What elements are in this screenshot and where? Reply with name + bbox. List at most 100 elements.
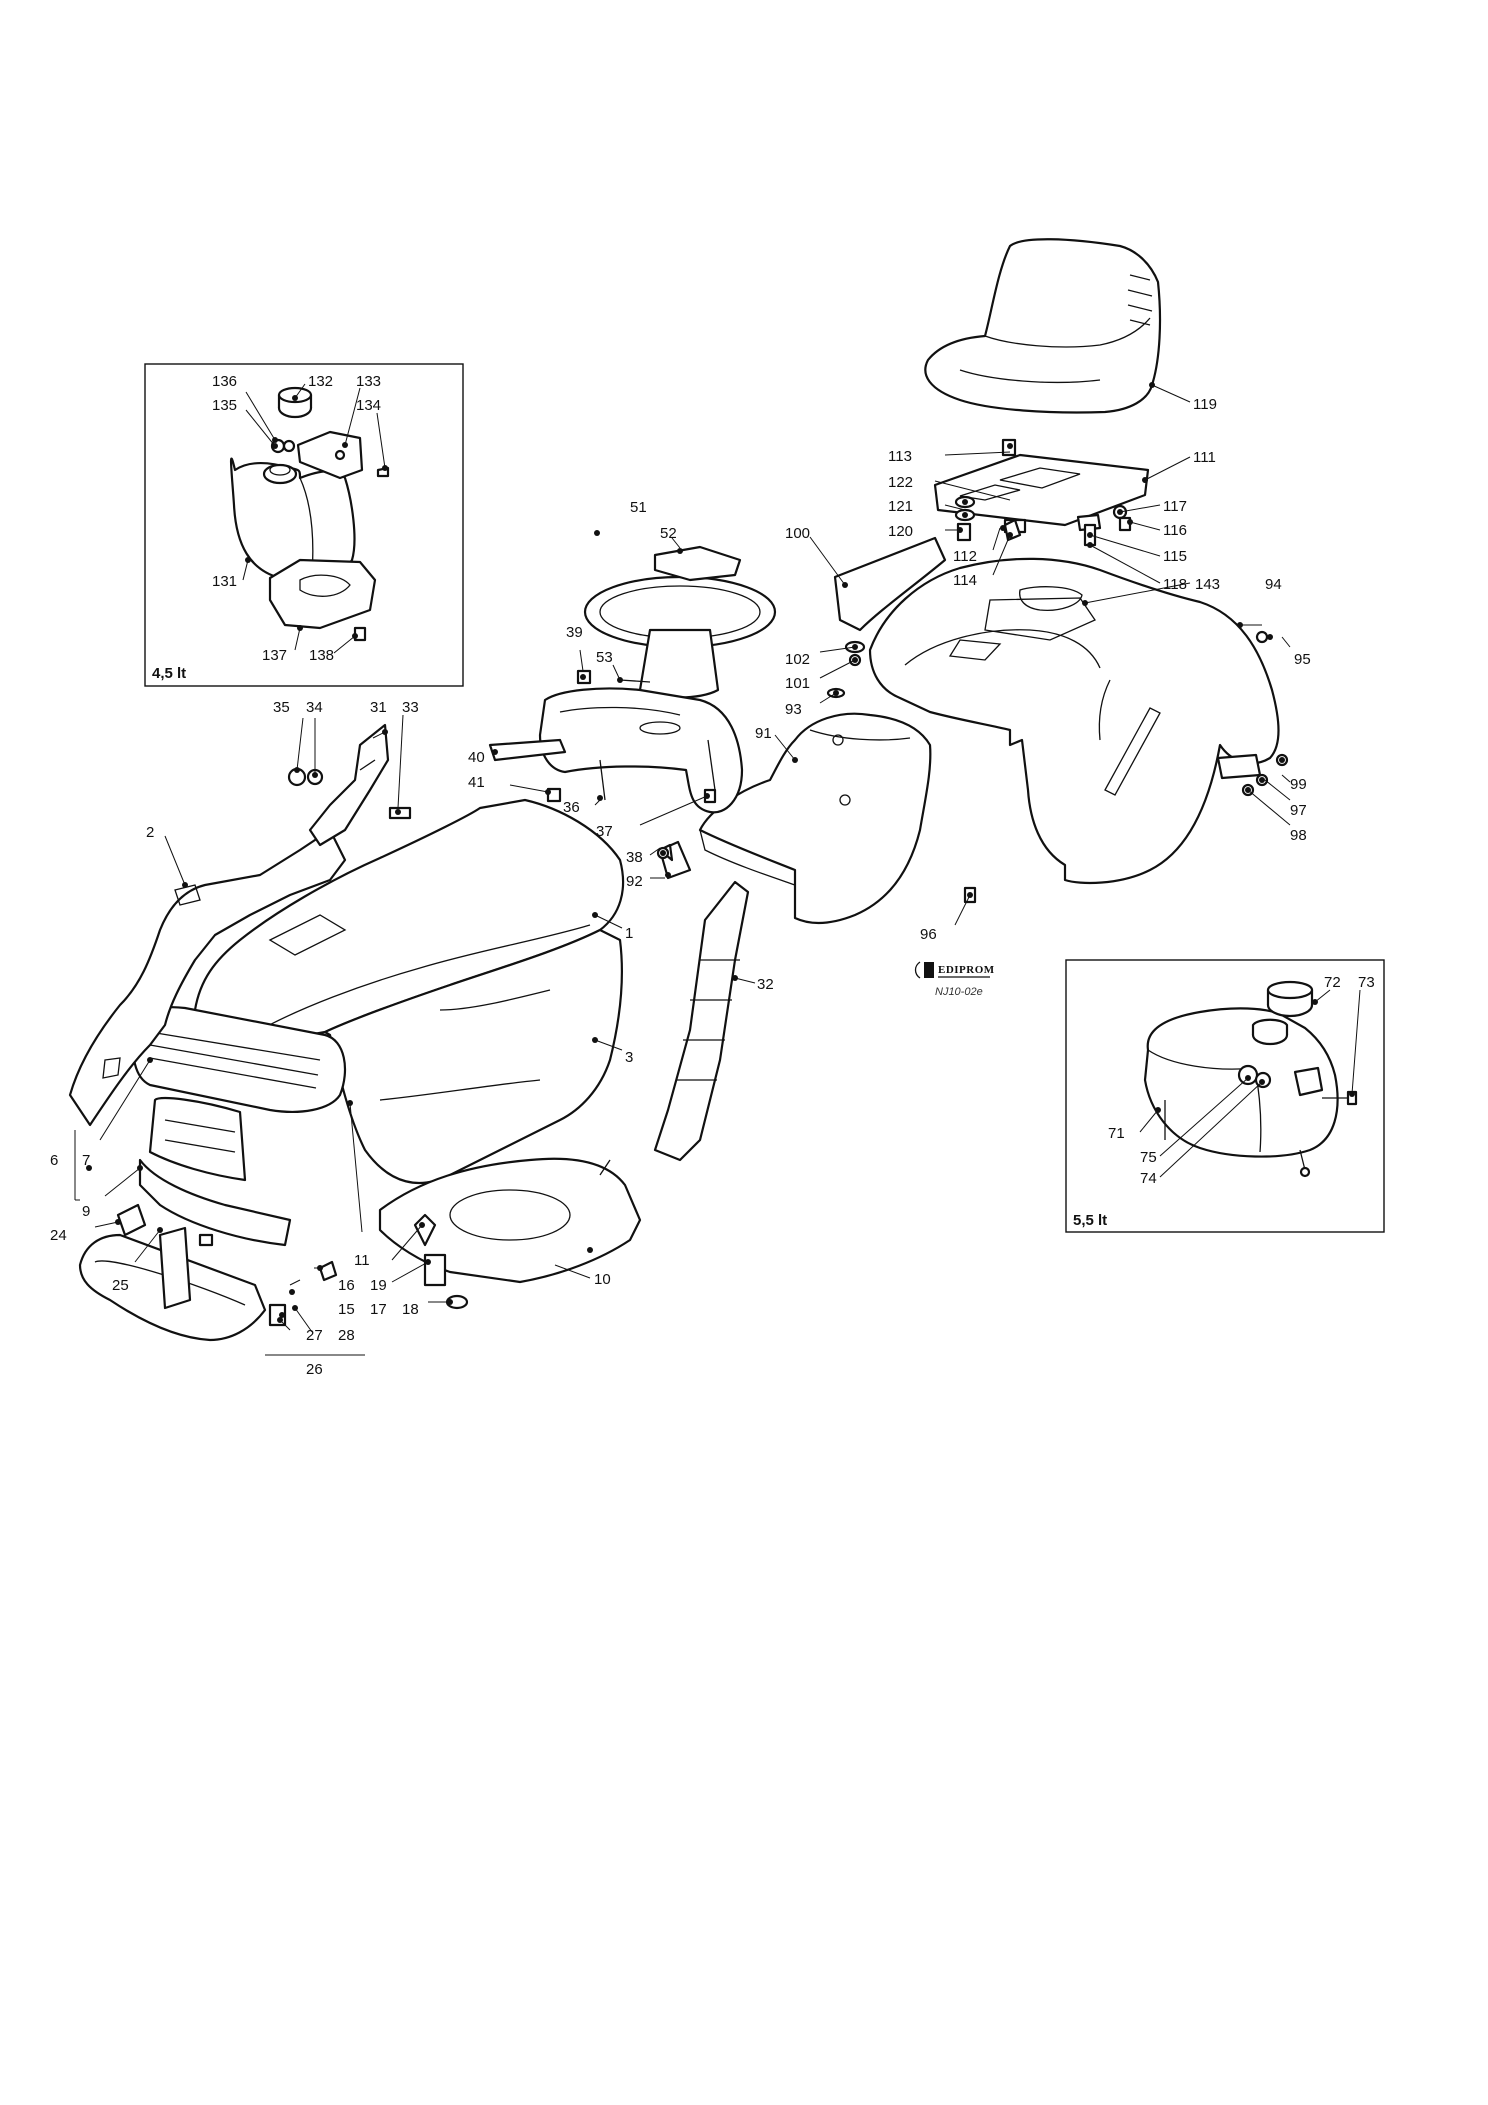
label-53: 53 (596, 649, 613, 666)
inset-caption-4-5: 4,5 lt (152, 665, 186, 682)
label-7: 7 (82, 1152, 90, 1169)
label-96: 96 (920, 926, 937, 943)
dash-panel (538, 687, 744, 814)
label-132: 132 (308, 373, 333, 390)
label-24: 24 (50, 1227, 67, 1244)
label-113: 113 (888, 448, 912, 465)
label-10: 10 (594, 1271, 611, 1288)
label-93: 93 (785, 701, 802, 718)
tank-base-tray-small (268, 558, 377, 630)
label-19: 19 (370, 1277, 387, 1294)
label-9: 9 (82, 1203, 90, 1220)
hood-assembly (193, 798, 625, 1185)
label-2: 2 (146, 824, 154, 841)
seat-plate (933, 453, 1150, 534)
label-28: 28 (338, 1327, 355, 1344)
label-143: 143 (1195, 576, 1220, 593)
label-52: 52 (660, 525, 677, 542)
label-135: 135 (212, 397, 237, 414)
label-41: 41 (468, 774, 485, 791)
label-134: 134 (356, 397, 381, 414)
label-34: 34 (306, 699, 323, 716)
label-136: 136 (212, 373, 237, 390)
fuel-cap-small (277, 386, 313, 419)
label-115: 115 (1163, 548, 1187, 565)
label-100: 100 (785, 525, 810, 542)
leaders-4-5 (242, 383, 388, 654)
label-101: 101 (785, 675, 810, 692)
label-99: 99 (1290, 776, 1307, 793)
ediprom-logo: EDIPROM (914, 961, 995, 979)
label-3: 3 (625, 1049, 633, 1066)
fuel-cap-large (1251, 980, 1314, 1046)
label-138: 138 (309, 647, 334, 664)
label-120: 120 (888, 523, 913, 540)
label-35: 35 (273, 699, 290, 716)
inset-box-tank-5-5: 5,5 lt (1065, 959, 1385, 1233)
leaders-main (74, 382, 1291, 1356)
front-grille (132, 1006, 347, 1247)
label-118: 118 (1163, 576, 1187, 593)
label-38: 38 (626, 849, 643, 866)
label-25: 25 (112, 1277, 129, 1294)
label-92: 92 (626, 873, 643, 890)
label-94: 94 (1265, 576, 1282, 593)
label-112: 112 (953, 548, 977, 565)
label-27: 27 (306, 1327, 323, 1344)
label-119: 119 (1193, 396, 1217, 413)
label-39: 39 (566, 624, 583, 641)
label-33: 33 (402, 699, 419, 716)
label-97: 97 (1290, 802, 1307, 819)
callout-labels: 119 113 111 122 121 120 112 114 117 116 … (50, 396, 1311, 1378)
dash-small-parts (488, 669, 717, 880)
label-91: 91 (755, 725, 772, 742)
front-side-frame (68, 828, 347, 1127)
label-111: 111 (1193, 449, 1216, 466)
leaders-5-5 (1139, 989, 1361, 1178)
label-75: 75 (1140, 1149, 1157, 1166)
label-131: 131 (212, 573, 237, 590)
label-11: 11 (354, 1252, 370, 1269)
footrest-pad (833, 536, 947, 632)
label-16: 16 (338, 1277, 355, 1294)
label-40: 40 (468, 749, 485, 766)
inset-caption-5-5: 5,5 lt (1073, 1212, 1107, 1229)
label-15: 15 (338, 1301, 355, 1318)
logo-text: EDIPROM (938, 964, 995, 976)
tank-bracket-small (296, 430, 364, 480)
label-95: 95 (1294, 651, 1311, 668)
label-26: 26 (306, 1361, 323, 1378)
label-133: 133 (356, 373, 381, 390)
steering-wheel (583, 545, 777, 699)
drawing-code: NJ10-02e (935, 986, 983, 998)
label-116: 116 (1163, 522, 1187, 539)
label-117: 117 (1163, 498, 1187, 515)
label-51: 51 (630, 499, 647, 516)
label-18: 18 (402, 1301, 419, 1318)
label-102: 102 (785, 651, 810, 668)
fuel-tank-small (229, 457, 356, 583)
label-71: 71 (1108, 1125, 1125, 1142)
front-small-parts (198, 1213, 469, 1310)
label-32: 32 (757, 976, 774, 993)
label-74: 74 (1140, 1170, 1157, 1187)
side-rail (653, 880, 750, 1162)
label-31: 31 (370, 699, 387, 716)
label-121: 121 (888, 498, 913, 515)
label-114: 114 (953, 572, 977, 589)
inset-box-tank-4-5: 4,5 lt (144, 363, 464, 687)
label-36: 36 (563, 799, 580, 816)
fender-fasteners (826, 630, 1289, 904)
label-137: 137 (262, 647, 287, 664)
upright-bracket (287, 723, 412, 847)
label-37: 37 (596, 823, 613, 840)
seat (924, 238, 1162, 414)
label-6: 6 (50, 1152, 58, 1169)
label-73: 73 (1358, 974, 1375, 991)
rear-fender-body (868, 557, 1280, 885)
label-122: 122 (888, 474, 913, 491)
label-17: 17 (370, 1301, 387, 1318)
label-98: 98 (1290, 827, 1307, 844)
label-72: 72 (1324, 974, 1341, 991)
